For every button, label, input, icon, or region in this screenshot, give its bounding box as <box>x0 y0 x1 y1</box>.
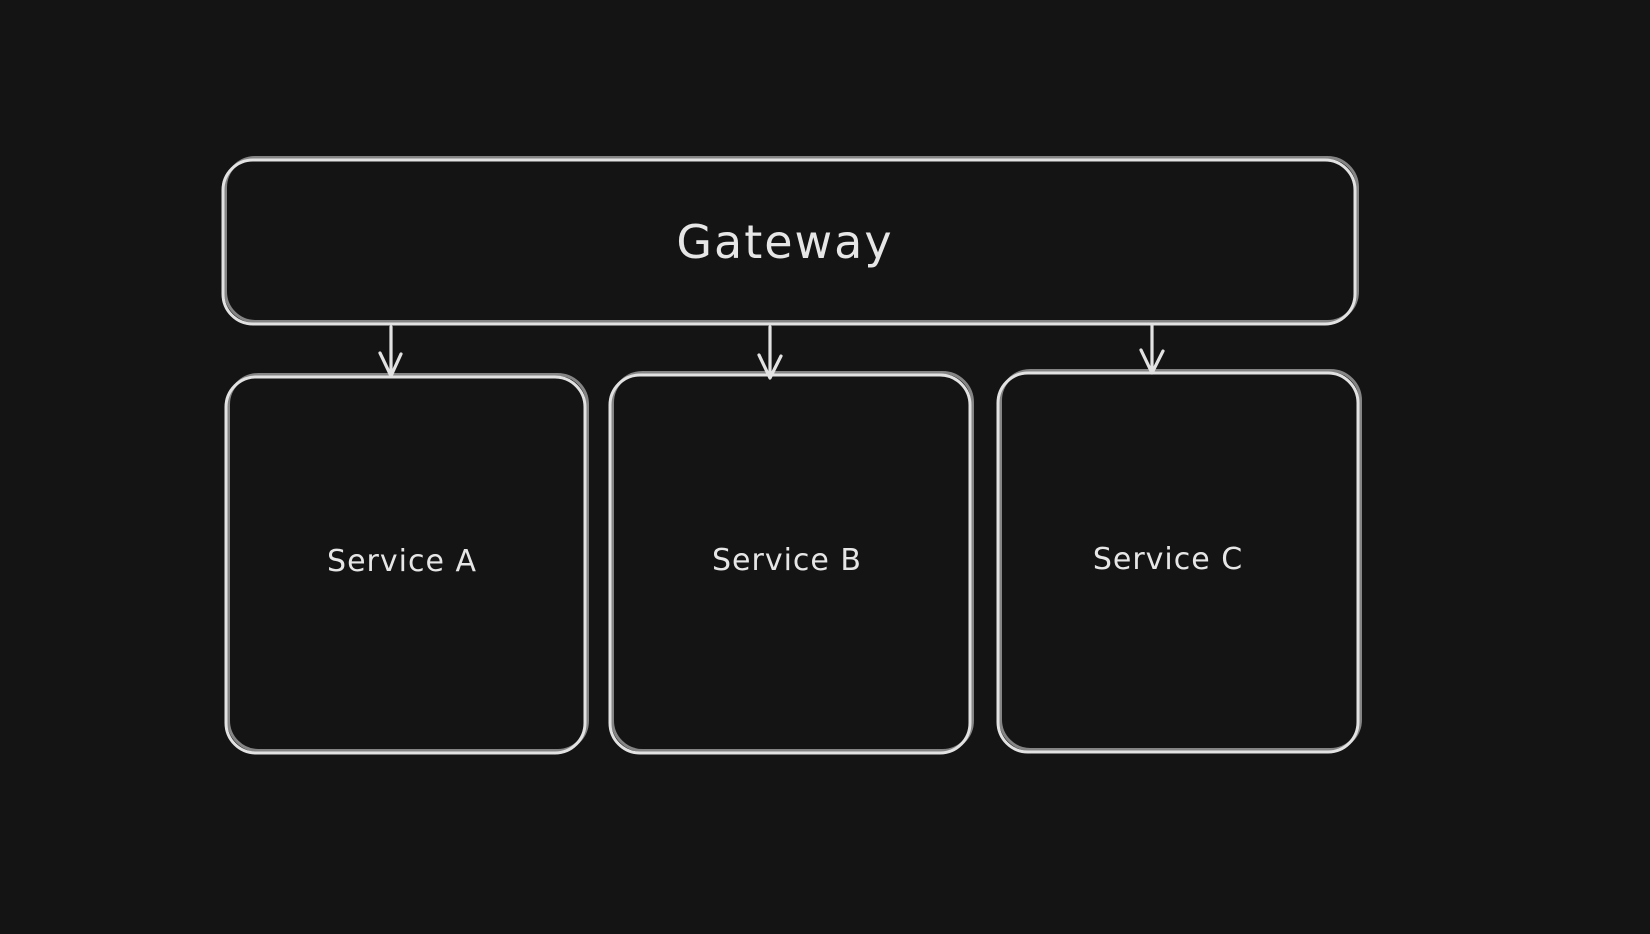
gateway-box <box>221 158 1357 326</box>
edge-c-arrowhead-icon <box>1139 348 1165 375</box>
node-service-a[interactable]: Service A <box>224 373 589 755</box>
node-service-c-label: Service C <box>1093 542 1243 577</box>
service-c-box <box>996 371 1360 754</box>
service-a-box-sketch-pass <box>227 373 589 752</box>
node-service-b-label: Service B <box>712 543 862 578</box>
edge-b-arrowhead-icon <box>757 353 783 380</box>
service-c-box-sketch-pass <box>999 369 1362 751</box>
service-b-box-sketch-pass <box>611 371 974 752</box>
node-gateway-label: Gateway <box>676 215 893 269</box>
service-b-box <box>608 373 972 755</box>
node-service-c[interactable]: Service C <box>996 369 1362 754</box>
edge-a-arrowhead-icon <box>378 351 403 378</box>
edge-gateway-to-service-c[interactable] <box>1139 324 1165 375</box>
edge-gateway-to-service-b[interactable] <box>757 325 783 380</box>
gateway-box-sketch-pass <box>224 156 1359 323</box>
node-gateway[interactable]: Gateway <box>221 156 1359 326</box>
edge-gateway-to-service-a[interactable] <box>378 325 403 378</box>
node-service-b[interactable]: Service B <box>608 371 974 755</box>
node-service-a-label: Service A <box>327 544 477 579</box>
service-a-box <box>224 375 587 755</box>
